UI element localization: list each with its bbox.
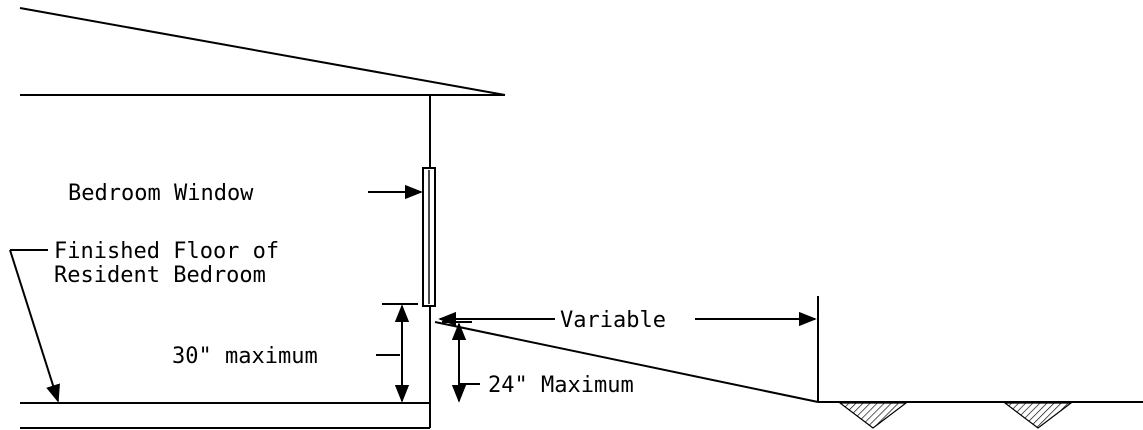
finished-floor-arrow bbox=[9, 249, 60, 403]
bedroom-window-label: Bedroom Window bbox=[68, 181, 254, 206]
finished-floor-label-line2: Resident Bedroom bbox=[54, 263, 266, 288]
twentyfour-max-label: 24" Maximum bbox=[488, 373, 634, 398]
roof-slope-line bbox=[19, 7, 506, 96]
earth-hatch-symbol bbox=[838, 402, 908, 429]
thirty-max-label: 30" maximum bbox=[172, 344, 318, 369]
earth-hatch-symbol bbox=[1003, 402, 1073, 429]
finished-floor-label-line1: Finished Floor of bbox=[54, 239, 279, 264]
ground-slope-line bbox=[434, 321, 819, 403]
variable-label: Variable bbox=[560, 308, 666, 333]
